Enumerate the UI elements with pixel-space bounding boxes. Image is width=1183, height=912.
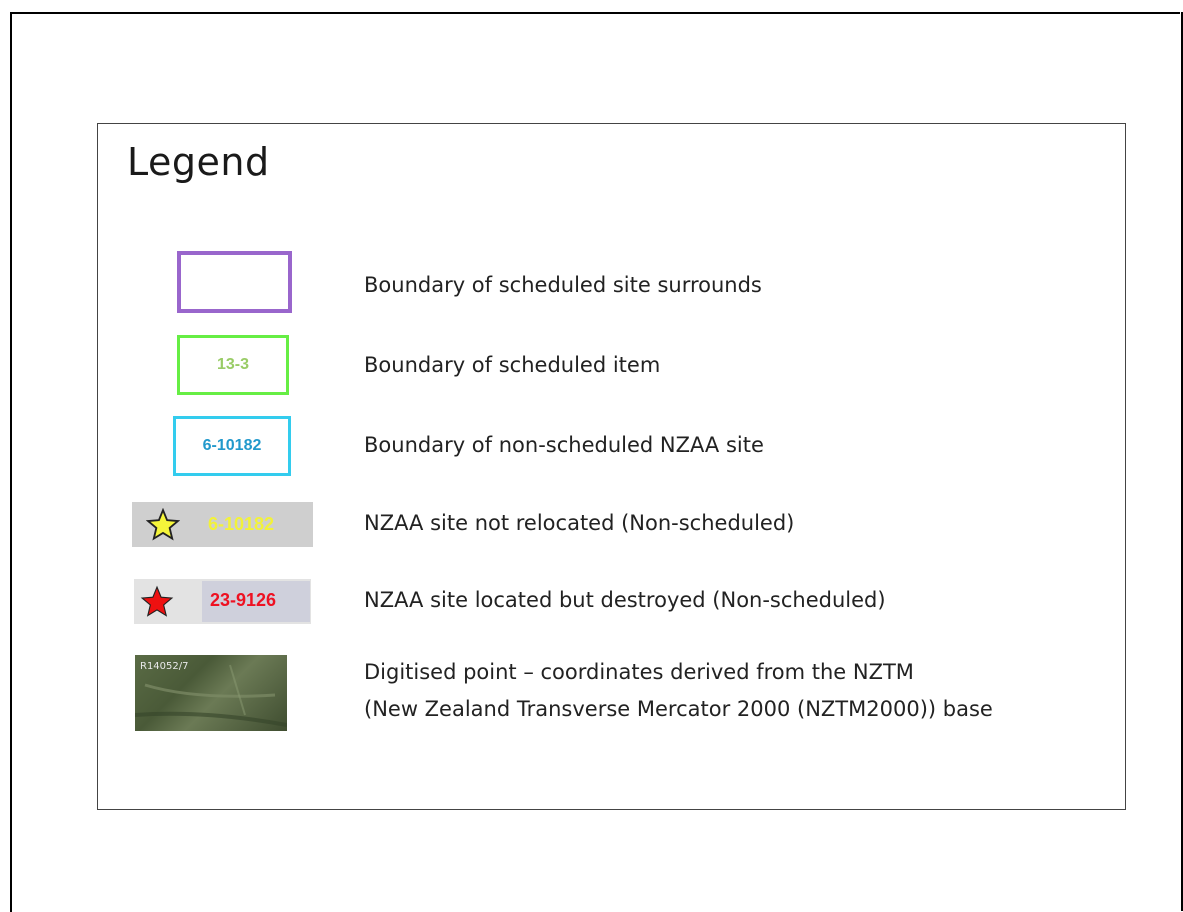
- legend-label-not-relocated: NZAA site not relocated (Non-scheduled): [364, 511, 795, 535]
- site-surrounds-symbol: [177, 251, 292, 313]
- legend-label-digitised-point-line2: (New Zealand Transverse Mercator 2000 (N…: [364, 697, 993, 721]
- not-relocated-symbol: 6-10182: [132, 502, 313, 547]
- page-frame: [10, 12, 1180, 912]
- nzaa-site-symbol-text: 6-10182: [202, 437, 262, 454]
- legend-label-destroyed: NZAA site located but destroyed (Non-sch…: [364, 588, 886, 612]
- scheduled-item-symbol: 13-3: [177, 335, 289, 395]
- page-frame-right-edge: [1181, 12, 1183, 911]
- digitised-point-symbol-text: R14052/7: [140, 661, 189, 672]
- destroyed-symbol-text: 23-9126: [210, 590, 277, 610]
- legend-title: Legend: [127, 140, 270, 184]
- destroyed-symbol-badge: [202, 581, 310, 622]
- legend-label-scheduled-item: Boundary of scheduled item: [364, 353, 661, 377]
- aerial-photo-texture: [135, 664, 287, 727]
- yellow-star-icon: [145, 507, 181, 547]
- scheduled-item-symbol-text: 13-3: [216, 356, 250, 373]
- legend-label-nzaa-site: Boundary of non-scheduled NZAA site: [364, 433, 764, 457]
- legend-label-digitised-point-line1: Digitised point – coordinates derived fr…: [364, 660, 914, 684]
- not-relocated-symbol-text: 6-10182: [208, 514, 275, 534]
- nzaa-site-symbol: 6-10182: [173, 416, 291, 476]
- aerial-photo-icon: R14052/7: [135, 655, 287, 731]
- red-star-icon: [140, 585, 174, 624]
- legend-label-site-surrounds: Boundary of scheduled site surrounds: [364, 273, 762, 297]
- destroyed-symbol: 23-9126: [134, 579, 311, 624]
- legend-panel: Legend Boundary of scheduled site surrou…: [97, 123, 1126, 810]
